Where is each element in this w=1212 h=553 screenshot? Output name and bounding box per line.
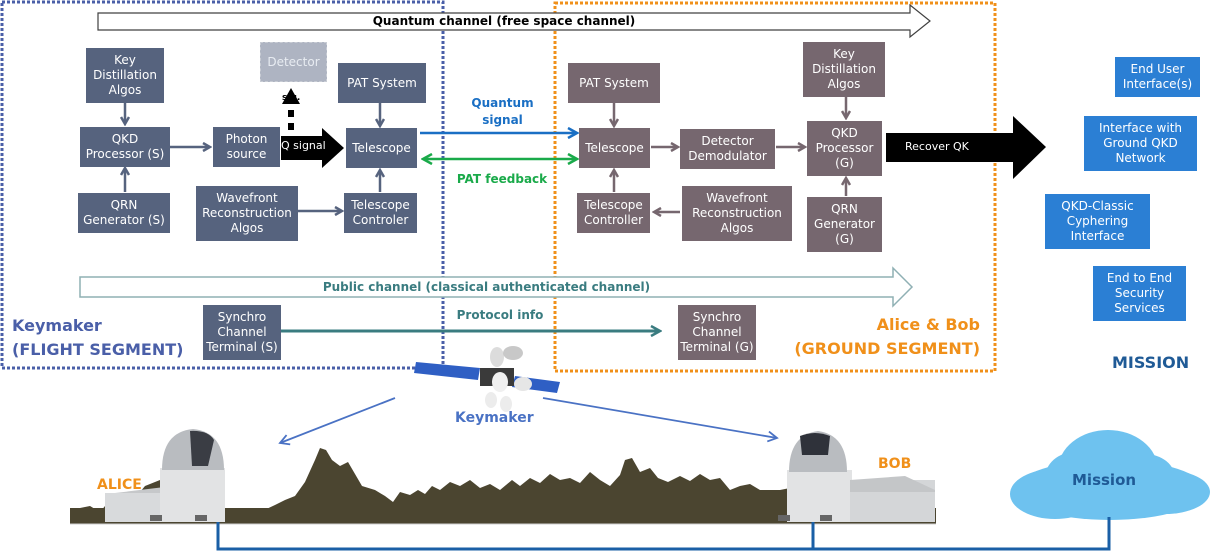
bob-label: BOB [878,456,912,472]
protocol-info-label: Protocol info [456,308,544,322]
cloud-label: Mission [1072,471,1137,489]
public-channel-label: Public channel (classical authenticated … [322,280,651,294]
ground-wavefront-box[interactable]: Wavefront Reconstruction Algos [682,186,792,241]
ground-segment-border [553,1,997,373]
recover-qk-arrow [886,116,1046,179]
ground-qkd-network-interface-box[interactable]: Interface with Ground QKD Network [1084,116,1197,171]
ground-synchro-terminal-box[interactable]: Synchro Channel Terminal (G) [678,305,756,360]
end-user-interface-box[interactable]: End User Interface(s) [1115,57,1200,97]
end-to-end-security-box[interactable]: End to End Security Services [1093,266,1186,321]
alice-observatory [105,429,225,522]
sig-label: sig. [282,93,301,103]
ground-qrn-generator-box[interactable]: QRN Generator (G) [807,197,882,252]
flight-telescope-box[interactable]: Telescope [346,128,417,168]
flight-synchro-terminal-box[interactable]: Synchro Channel Terminal (S) [203,305,281,360]
q-signal-arrow [281,128,344,168]
mission-title: MISSION [1112,353,1190,372]
flight-detector-box[interactable]: Detector [260,42,327,82]
mission-cloud-icon [1010,430,1210,520]
flight-pat-system-box[interactable]: PAT System [338,63,426,103]
terrain-silhouette [70,448,880,522]
alice-label: ALICE [97,477,142,493]
flight-wavefront-box[interactable]: Wavefront Reconstruction Algos [196,186,298,241]
ground-telescope-box[interactable]: Telescope [579,128,650,168]
q-signal-label: Q signal [281,139,326,152]
quantum-channel-label: Quantum channel (free space channel) [372,14,636,28]
satellite-icon [414,346,560,412]
ground-telescope-controller-box[interactable]: Telescope Controller [577,193,650,233]
flight-telescope-controler-box[interactable]: Telescope Controler [344,193,417,233]
qkd-classic-cyphering-box[interactable]: QKD-Classic Cyphering Interface [1045,194,1150,249]
public-channel-arrow [79,266,914,308]
ground-key-distillation-box[interactable]: Key Distillation Algos [803,42,885,97]
flight-key-distillation-box[interactable]: Key Distillation Algos [86,48,164,103]
flight-qrn-generator-box[interactable]: QRN Generator (S) [78,193,170,233]
photon-source-box[interactable]: Photon source [213,127,280,167]
ground-qkd-processor-box[interactable]: QKD Processor (G) [807,121,882,176]
ground-segment-title: Alice & Bob (GROUND SEGMENT) [794,315,980,358]
ground-network-link [216,517,1111,551]
bob-observatory [778,431,935,522]
satellite-label: Keymaker [455,410,534,426]
ground-pat-system-box[interactable]: PAT System [568,63,660,103]
pat-feedback-label: PAT feedback [456,172,548,186]
flight-segment-title: Keymaker (FLIGHT SEGMENT) [12,316,184,359]
flight-qkd-processor-box[interactable]: QKD Processor (S) [80,127,170,167]
quantum-channel-arrow [97,3,931,39]
detector-demodulator-box[interactable]: Detector Demodulator [680,129,775,169]
quantum-signal-label: Quantum signal [471,96,534,127]
flight-segment-border [0,0,445,370]
recover-qk-label: Recover QK [905,140,969,153]
